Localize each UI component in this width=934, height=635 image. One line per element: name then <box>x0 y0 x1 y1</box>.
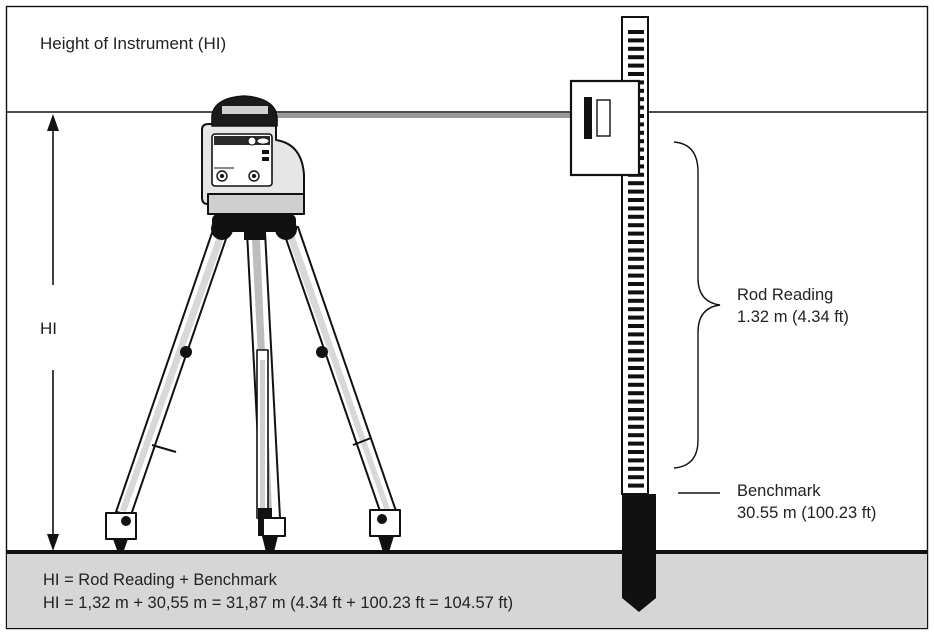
rod-tick <box>628 307 644 312</box>
rod-tick <box>628 433 644 438</box>
rod-tick <box>628 181 644 186</box>
laser-detector <box>569 79 641 177</box>
rod-tick <box>628 315 644 320</box>
rod-tick <box>628 458 644 463</box>
rod-tick <box>628 349 644 354</box>
rod-tick <box>628 248 644 253</box>
rod-tick <box>628 240 644 244</box>
rod-tick <box>628 298 644 303</box>
rod-tick <box>628 231 644 236</box>
rod-tick <box>628 475 644 480</box>
rod-tick <box>628 38 644 43</box>
rod-tick <box>628 366 644 370</box>
rod-tick <box>628 441 644 446</box>
formula-line-1: HI = Rod Reading + Benchmark <box>43 571 278 589</box>
hi-label: HI <box>40 319 57 338</box>
rod-tick <box>628 382 644 387</box>
rod-tick <box>628 214 644 219</box>
rod-tick <box>628 282 644 286</box>
ground-band <box>7 552 927 628</box>
rod-tick <box>628 416 644 421</box>
rod-tick <box>628 55 644 60</box>
rod-reading-title: Rod Reading <box>737 286 833 304</box>
rod-tick <box>628 340 644 345</box>
rod-tick <box>628 466 644 471</box>
rod-tick <box>628 357 644 362</box>
rod-tick <box>628 223 644 228</box>
rod-reading-brace <box>673 141 721 469</box>
rod-tick <box>628 450 644 454</box>
laser-instrument <box>201 95 305 215</box>
rod-tick <box>628 46 644 51</box>
rod-tick <box>628 265 644 270</box>
rod-tick <box>628 332 644 337</box>
rod-tick <box>628 206 644 211</box>
rod-tick <box>628 324 644 328</box>
rod-tick <box>628 424 644 429</box>
rod-tick <box>628 198 644 202</box>
top-title: Height of Instrument (HI) <box>40 34 226 53</box>
formula-line-2: HI = 1,32 m + 30,55 m = 31,87 m (4.34 ft… <box>43 594 513 612</box>
rod-tick <box>628 256 644 261</box>
rod-tick <box>628 30 644 34</box>
rod-tick <box>628 189 644 194</box>
rod-tick <box>628 374 644 379</box>
rod-tick <box>628 483 644 488</box>
benchmark-value: 30.55 m (100.23 ft) <box>737 504 876 522</box>
rod-tick <box>628 399 644 404</box>
rod-tick <box>628 72 644 76</box>
rod-reading-value: 1.32 m (4.34 ft) <box>737 308 849 326</box>
diagram-frame <box>5 5 929 630</box>
rod-tick <box>628 391 644 396</box>
tripod <box>105 214 401 553</box>
rod-tick <box>628 273 644 278</box>
benchmark-title: Benchmark <box>737 482 821 500</box>
hi-dimension-arrow <box>47 114 59 551</box>
laser-beam <box>278 113 580 118</box>
rod-tick <box>628 63 644 68</box>
rod-tick <box>628 408 644 412</box>
rod-tick <box>628 290 644 295</box>
